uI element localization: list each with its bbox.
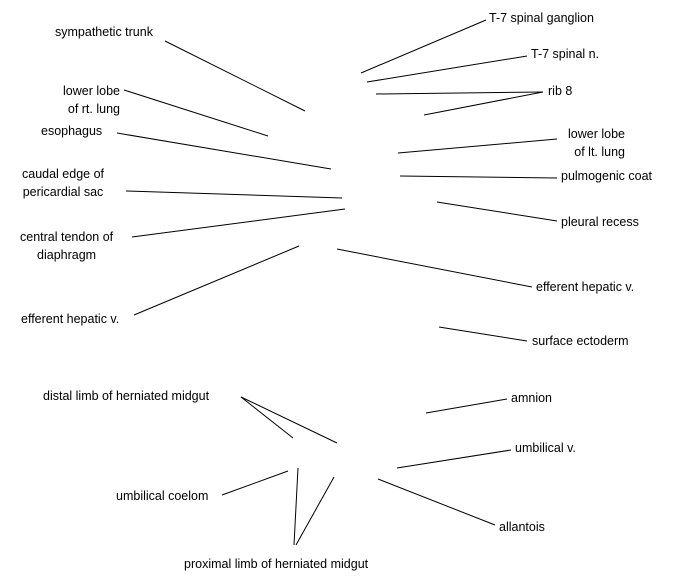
leader-pleural-recess [436, 201, 558, 222]
leader-umbilical-coelom [221, 470, 289, 496]
label-umbilical-v: umbilical v. [515, 441, 576, 455]
leader-distal-limb-a [240, 396, 294, 439]
leader-lower-lobe-lt-lung [397, 138, 558, 154]
leader-surface-ectoderm [438, 326, 528, 342]
label-pleural-recess: pleural recess [561, 215, 639, 229]
leader-caudal-edge-pericardial-sac [125, 190, 343, 199]
label-efferent-hepatic-v-right: efferent hepatic v. [536, 280, 635, 294]
label-esophagus: esophagus [41, 124, 103, 138]
leader-pulmogenic-coat [399, 175, 558, 179]
label-distal-limb-herniated-midgut: distal limb of herniated midgut [43, 389, 210, 403]
leader-sympathetic-trunk [164, 40, 306, 112]
label-pulmogenic-coat: pulmogenic coat [561, 169, 653, 183]
leader-t7-spinal-ganglion [360, 19, 487, 74]
leader-central-tendon-diaphragm [131, 208, 346, 238]
leader-t7-spinal-n [366, 55, 528, 83]
leader-rib-8-upper [375, 91, 544, 95]
label-efferent-hepatic-v-left: efferent hepatic v. [21, 312, 120, 326]
leader-rib-8-lower [423, 91, 544, 116]
leader-esophagus [116, 132, 332, 170]
label-surface-ectoderm: surface ectoderm [532, 334, 629, 348]
label-sympathetic-trunk: sympathetic trunk [55, 25, 153, 39]
label-allantois: allantois [499, 520, 545, 534]
leader-distal-limb-b [240, 396, 338, 444]
leader-proximal-limb-a [293, 467, 299, 546]
leader-efferent-hepatic-v-right [336, 248, 533, 288]
leader-proximal-limb-b [295, 476, 335, 546]
leader-lower-lobe-rt-lung [123, 89, 269, 137]
leader-efferent-hepatic-v-left [133, 245, 300, 316]
leader-umbilical-v [396, 449, 512, 469]
label-amnion: amnion [511, 391, 552, 405]
label-t7-spinal-n: T-7 spinal n. [531, 47, 600, 61]
leader-allantois [377, 478, 496, 526]
label-proximal-limb-herniated-midgut: proximal limb of herniated midgut [184, 557, 369, 571]
label-umbilical-coelom: umbilical coelom [116, 489, 209, 503]
leader-amnion [425, 398, 508, 414]
label-t7-spinal-ganglion: T-7 spinal ganglion [489, 11, 594, 25]
label-rib-8: rib 8 [548, 84, 573, 98]
